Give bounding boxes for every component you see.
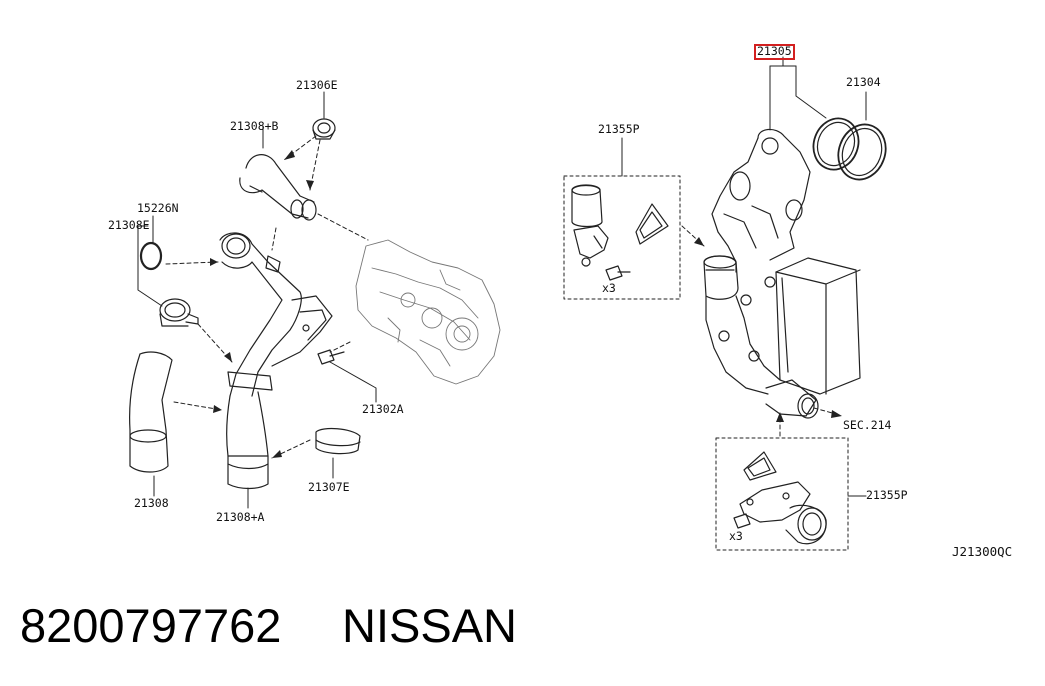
quantity-label-top: x3 [602, 281, 616, 295]
clamp-21307e-drawing [315, 427, 361, 455]
clamp-21308e-drawing [159, 298, 199, 327]
brand-name: NISSAN [342, 599, 517, 652]
hose-assembly-drawing [219, 232, 333, 490]
oil-cooler-housing-21305-drawing [703, 128, 861, 419]
callout-21304: 21304 [846, 75, 881, 89]
arrow-heads-right [694, 237, 842, 422]
kit-21355p-bottom-frame [715, 437, 849, 551]
quantity-label-bottom: x3 [729, 529, 743, 543]
dashed-arrows-left [165, 135, 369, 459]
kit-21355p-bottom-drawing [733, 451, 827, 545]
leader-lines-right [621, 56, 867, 497]
hose-21308-drawing [129, 351, 173, 473]
callout-21308e: 21308E [108, 218, 150, 232]
callout-21355p-top: 21355P [598, 122, 640, 136]
callout-21308: 21308 [134, 496, 169, 510]
hose-21308b-drawing [239, 154, 317, 221]
o-ring-15226n-drawing [139, 241, 163, 271]
callout-21308a: 21308+A [216, 510, 265, 524]
diagram-code: J21300QC [952, 544, 1013, 559]
engine-block-drawing [355, 239, 501, 385]
part-number: 8200797762 [20, 599, 282, 652]
callout-21305-highlighted[interactable]: 21305 [754, 44, 795, 60]
callout-15226n: 15226N [137, 201, 179, 215]
arrow-heads-left [210, 150, 314, 458]
callout-21355p-bottom: 21355P [866, 488, 908, 502]
kit-21355p-top-drawing [571, 184, 669, 281]
kit-21355p-top-frame [563, 175, 681, 300]
callout-21307e: 21307E [308, 480, 350, 494]
callout-sec-214: SEC.214 [843, 418, 892, 432]
callout-21302a: 21302A [362, 402, 404, 416]
clamp-21306e-drawing [312, 118, 336, 140]
gaskets-21304-drawing [812, 117, 887, 181]
callout-21306e: 21306E [296, 78, 338, 92]
leader-lines-left [137, 91, 377, 509]
callout-21308b: 21308+B [230, 119, 279, 133]
bolt-21302a-drawing [317, 349, 345, 365]
